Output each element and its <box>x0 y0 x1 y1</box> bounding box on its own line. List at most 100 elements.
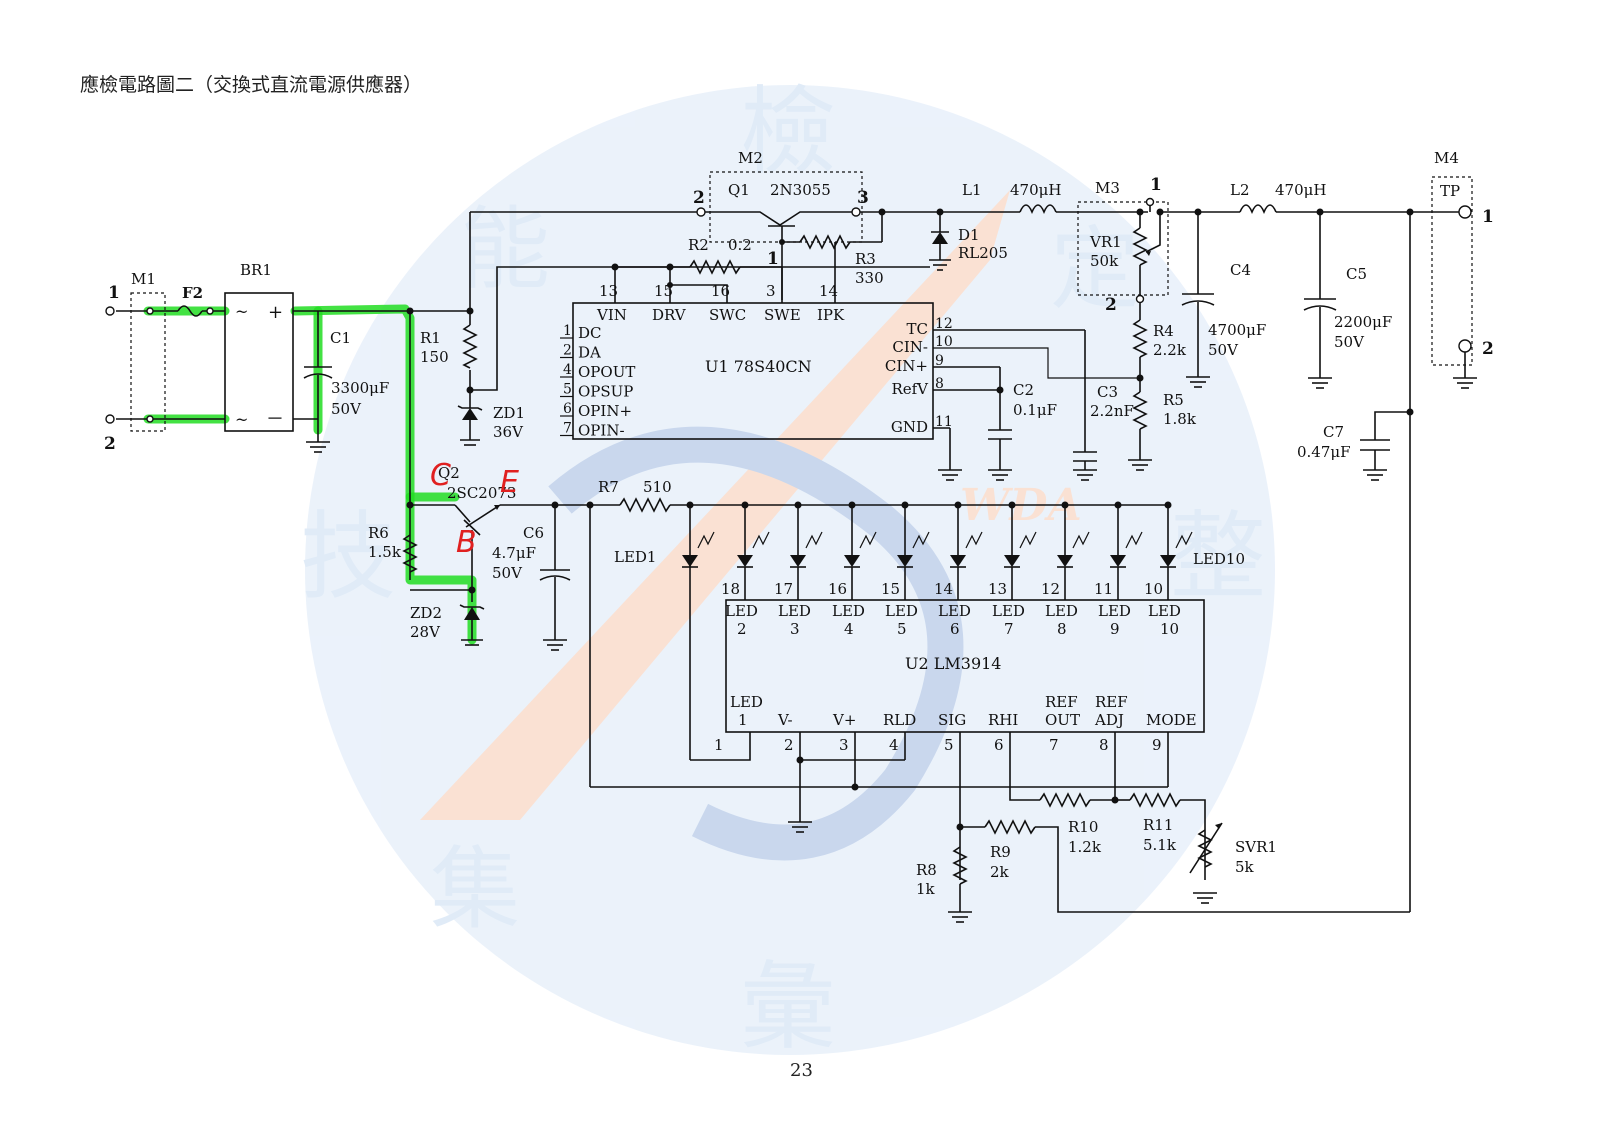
u1-pin-num: 13 <box>599 282 618 300</box>
watermark-char: 集 <box>430 837 520 942</box>
zener-zd2-label: ZD2 <box>410 604 442 622</box>
capacitor-c6-voltage: 50V <box>492 564 523 582</box>
u2-pin-num: 7 <box>1049 736 1059 754</box>
module-m4: M4 TP 1 2 <box>1431 149 1494 389</box>
resistor-r9-label: R9 <box>990 843 1011 861</box>
transistor-q1-label: Q1 <box>728 181 750 199</box>
zener-zd1-label: ZD1 <box>493 404 525 422</box>
capacitor-c6-value: 4.7μF <box>492 544 536 562</box>
capacitor-c2-value: 0.1μF <box>1013 401 1057 419</box>
u1-pin-num: 6 <box>563 401 572 417</box>
module-m2-pin2: 2 <box>693 188 705 208</box>
u1-pin-name: TC <box>907 320 928 338</box>
capacitor-c4-voltage: 50V <box>1208 341 1239 359</box>
resistor-r5-label: R5 <box>1163 391 1184 409</box>
led-diode <box>790 555 806 567</box>
capacitor-c5-voltage: 50V <box>1334 333 1365 351</box>
u2-pin-num: 11 <box>1094 580 1113 598</box>
u1-pin-name: SWC <box>709 306 746 324</box>
u1-pin-name: CIN- <box>892 338 928 356</box>
u2-pin-name: LED <box>885 602 918 620</box>
u2-pin-num: 17 <box>774 580 793 598</box>
u2-pin-num: 6 <box>994 736 1004 754</box>
watermark-char: 檢 <box>740 76 836 188</box>
capacitor-c1: C1 3300μF 50V <box>303 311 389 453</box>
u2-pin-num: 8 <box>1099 736 1109 754</box>
led-diode <box>897 555 913 567</box>
u2-pin-num: 13 <box>988 580 1007 598</box>
u2-pin-sub: 6 <box>950 620 960 638</box>
u2-pin-num: 4 <box>889 736 899 754</box>
capacitor-c3-label: C3 <box>1097 383 1118 401</box>
capacitor-c7: C7 0.47μF <box>1297 411 1410 481</box>
led1-label: LED1 <box>614 548 656 566</box>
u1-pin-num: 2 <box>563 343 572 359</box>
u1-pin-num: 12 <box>935 316 953 332</box>
u2-pin-num: 9 <box>1152 736 1162 754</box>
u1-pin-name: DRV <box>652 306 687 324</box>
capacitor-c7-label: C7 <box>1323 423 1344 441</box>
diode-d1-label: D1 <box>958 226 980 244</box>
inductor-l2-value: 470μH <box>1275 181 1326 199</box>
u2-pin-name: V+ <box>832 711 856 729</box>
u2-pin-sub: 5 <box>897 620 907 638</box>
module-m4-label: M4 <box>1434 149 1459 167</box>
u1-pin-name: RefV <box>891 380 929 398</box>
capacitor-c3-value: 2.2nF <box>1090 402 1134 420</box>
terminal-m2-3[interactable] <box>851 207 861 217</box>
resistor-r6: R6 1.5k <box>368 524 418 573</box>
bridge-plus: + <box>268 302 283 323</box>
module-m1-pin2: 2 <box>104 434 116 454</box>
u2-pin-name: REF <box>1045 693 1078 711</box>
page-title: 應檢電路圖二（交換式直流電源供應器） <box>80 74 423 96</box>
u1-pin-num: 10 <box>935 334 953 350</box>
u2-pin-sub: ADJ <box>1094 711 1124 729</box>
capacitor-c4-value: 4700μF <box>1208 321 1266 339</box>
u1-pin-name: SWE <box>764 306 801 324</box>
terminal-m3-2[interactable] <box>1135 294 1145 304</box>
u1-pin-name: GND <box>891 418 928 436</box>
watermark-blue-swoosh <box>548 426 964 861</box>
resistor-r2: R2 0.2 <box>611 236 782 275</box>
module-m4-pin1: 1 <box>1482 207 1494 227</box>
capacitor-c1-voltage: 50V <box>331 400 362 418</box>
led-diode <box>1004 555 1020 567</box>
u2-pin-num: 14 <box>934 580 953 598</box>
terminal-m4-2[interactable] <box>1458 339 1472 353</box>
terminal-m2-2[interactable] <box>696 207 706 217</box>
led-diode <box>737 555 753 567</box>
module-m2-pin1: 1 <box>767 249 779 269</box>
module-m4-pin2: 2 <box>1482 339 1494 359</box>
handwritten-b: B <box>456 525 477 560</box>
handwritten-e: E <box>500 465 519 500</box>
capacitor-c6: C6 4.7μF 50V <box>492 501 571 651</box>
u2-pin-name: LED <box>832 602 865 620</box>
bridge-br1-label: BR1 <box>240 261 272 279</box>
led10-label: LED10 <box>1193 550 1245 568</box>
watermark-char: 定 <box>1050 217 1140 322</box>
watermark-char: 能 <box>460 197 550 302</box>
resistor-r2-value: 0.2 <box>728 236 752 254</box>
page-number: 23 <box>790 1060 813 1081</box>
u1-pin-name: IPK <box>817 306 845 324</box>
u2-pin-num: 1 <box>714 736 724 754</box>
u2-pin-sub: 10 <box>1160 620 1179 638</box>
u2-pin-num: 12 <box>1041 580 1060 598</box>
module-m2-pin3: 3 <box>857 188 869 208</box>
terminal-m4-1[interactable] <box>1458 205 1472 219</box>
led-diode <box>1160 555 1176 567</box>
terminal-m1-2[interactable] <box>105 414 115 424</box>
u2-pin-sub: 4 <box>844 620 854 638</box>
u2-pin-name: LED <box>1148 602 1181 620</box>
resistor-r1: R1 150 <box>406 212 478 397</box>
led-diode <box>1057 555 1073 567</box>
led-diode <box>844 555 860 567</box>
u2-pin-name: RLD <box>883 711 916 729</box>
terminal-m1-1[interactable] <box>105 306 115 316</box>
capacitor-c6-label: C6 <box>523 524 544 542</box>
u2-pin-num: 3 <box>839 736 849 754</box>
resistor-r10-value: 1.2k <box>1068 838 1102 856</box>
potentiometer-svr1: SVR1 5k <box>1189 822 1277 904</box>
ic-u2: U2 LM3914 18LED217LED316LED415LED514LED6… <box>689 560 1206 880</box>
module-m4-tp: TP <box>1440 182 1460 200</box>
